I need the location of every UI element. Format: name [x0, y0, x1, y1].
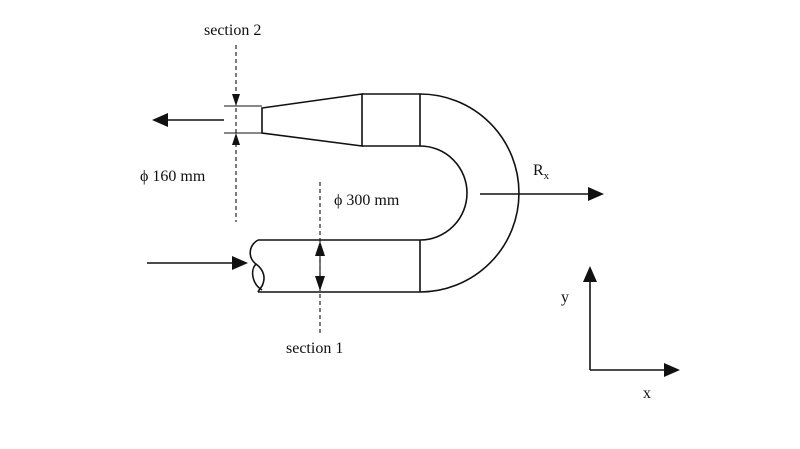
- section2-marker: [224, 45, 262, 222]
- inlet-pipe: [249, 239, 420, 293]
- pipe-break-outer: [249, 239, 265, 293]
- nozzle-collar: [362, 93, 421, 147]
- coordinate-axes: [583, 266, 680, 377]
- bend-outer-arc: [419, 93, 520, 293]
- y-axis-arrowhead: [583, 266, 597, 282]
- nozzle-cone: [261, 93, 363, 147]
- section2-label: section 2: [204, 22, 261, 39]
- diameter-160-label: ϕ 160 mm: [140, 168, 206, 185]
- inlet-flow-arrow: [147, 256, 248, 270]
- d300-arrowhead-down: [315, 276, 325, 291]
- section2-arrowhead-up: [232, 133, 240, 145]
- rx-label: Rx: [533, 162, 550, 182]
- x-axis-arrowhead: [664, 363, 680, 377]
- section1-label: section 1: [286, 340, 343, 357]
- rx-label-main: R: [533, 162, 544, 179]
- rx-force-arrow: [480, 187, 604, 201]
- y-axis-label: y: [561, 289, 569, 306]
- section2-arrowhead-down: [232, 94, 240, 106]
- x-axis-label: x: [643, 385, 651, 402]
- rx-label-subscript: x: [544, 170, 550, 182]
- bend-inner-arc: [419, 145, 468, 241]
- diameter-300-label: ϕ 300 mm: [334, 192, 400, 209]
- outlet-flow-arrow: [152, 113, 224, 127]
- u-bend: [419, 93, 520, 293]
- section1-marker: [315, 182, 325, 335]
- nozzle: [261, 93, 421, 147]
- d300-arrowhead-up: [315, 241, 325, 256]
- pipe-break-inner: [251, 263, 263, 291]
